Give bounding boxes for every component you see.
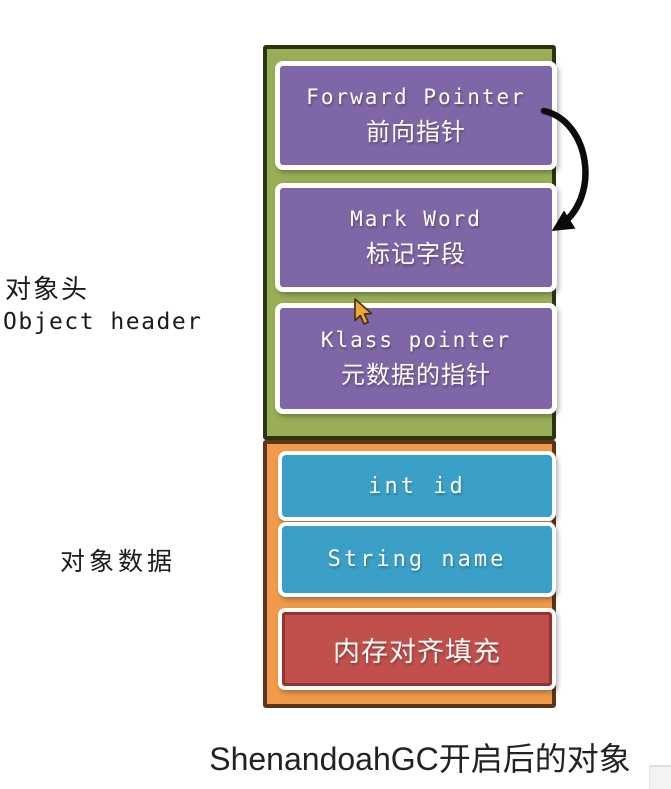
- forward-pointer-subtitle: 前向指针: [366, 117, 466, 146]
- mouse-cursor-icon: [354, 298, 373, 325]
- memory-padding-title: 内存对齐填充: [333, 636, 501, 668]
- int-id-box: int id: [278, 451, 556, 521]
- klass-pointer-box: Klass pointer 元数据的指针: [275, 303, 557, 414]
- string-name-box: String name: [278, 522, 556, 597]
- memory-padding-box-inner: 内存对齐填充: [282, 612, 552, 686]
- diagram-caption: ShenandoahGC开启后的对象: [209, 741, 631, 777]
- object-header-label-cn: 对象头: [5, 275, 90, 305]
- object-header-label-en: Object header: [3, 309, 203, 335]
- klass-pointer-subtitle: 元数据的指针: [341, 360, 491, 389]
- mark-word-title: Mark Word: [350, 206, 482, 231]
- mark-word-subtitle: 标记字段: [366, 239, 466, 268]
- curved-arrow-icon: [540, 107, 589, 232]
- int-id-title: int id: [368, 473, 466, 499]
- klass-pointer-title: Klass pointer: [320, 327, 512, 352]
- forward-pointer-title: Forward Pointer: [306, 84, 526, 109]
- mark-word-box: Mark Word 标记字段: [275, 183, 557, 292]
- corner-ui-artifact: [649, 765, 671, 789]
- memory-padding-box: 内存对齐填充: [278, 608, 556, 690]
- object-data-label: 对象数据: [60, 547, 177, 576]
- string-name-title: String name: [327, 547, 507, 572]
- forward-pointer-box: Forward Pointer 前向指针: [275, 61, 557, 170]
